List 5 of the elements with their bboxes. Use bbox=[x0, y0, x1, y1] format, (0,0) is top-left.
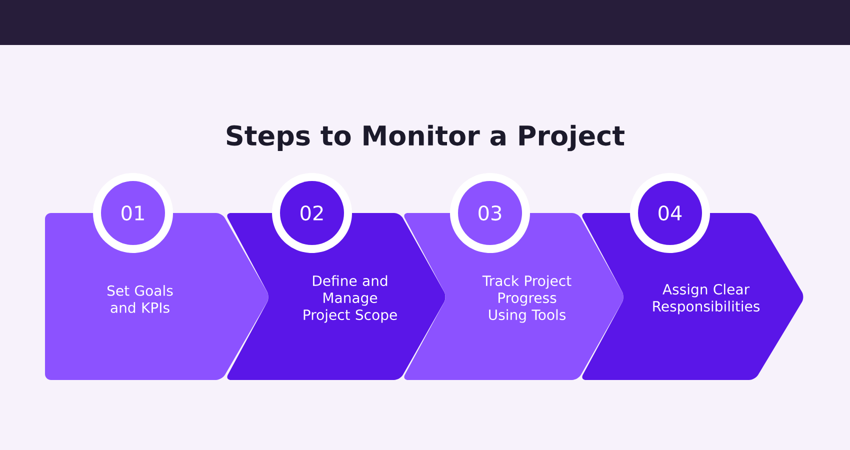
number-badge: 03 bbox=[450, 173, 530, 253]
number-badge: 01 bbox=[93, 173, 173, 253]
number-badge: 02 bbox=[272, 173, 352, 253]
title: Steps to Monitor a Project bbox=[226, 124, 624, 152]
number-badge: 04 bbox=[630, 173, 710, 253]
